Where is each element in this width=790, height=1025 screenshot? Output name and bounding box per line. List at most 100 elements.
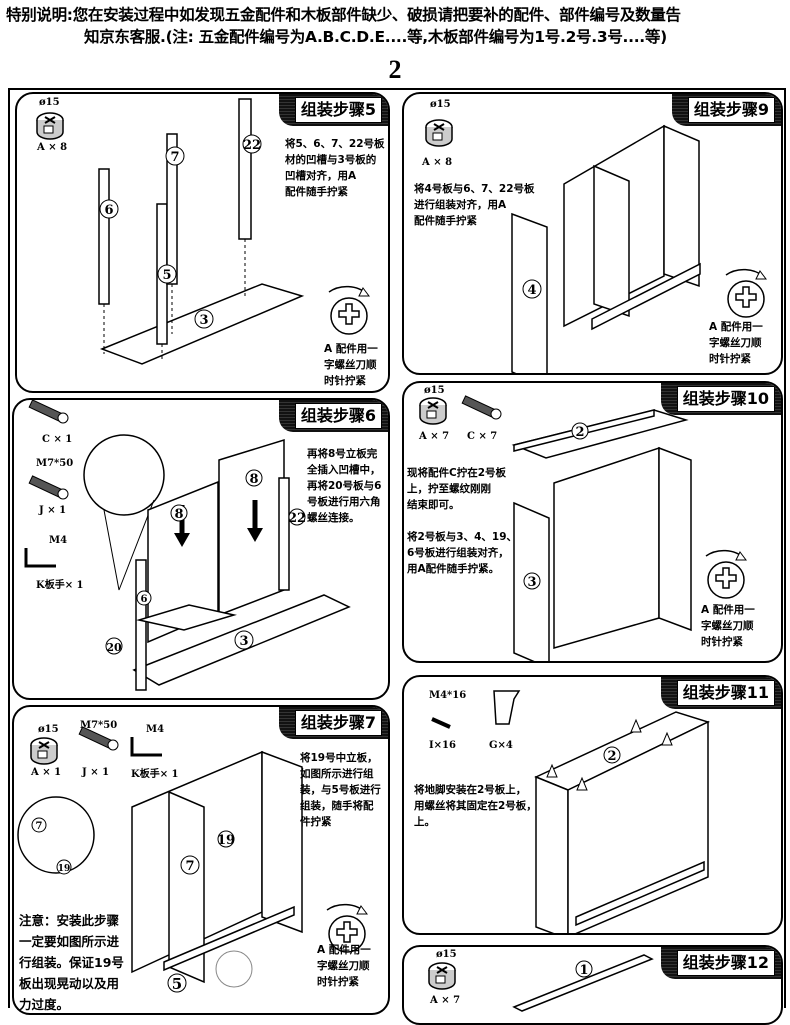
svg-text:19: 19: [58, 864, 71, 874]
cam-lock-icon: [428, 962, 456, 990]
diameter-label: ø15: [424, 385, 445, 396]
part-a-count: A × 7: [430, 995, 461, 1006]
svg-text:2: 2: [575, 425, 584, 440]
part-a-count: A × 1: [31, 767, 62, 778]
detail-zoom-circle: [17, 796, 95, 874]
step-6-diagram: 8 8 22 6 20 3: [24, 400, 351, 691]
step-10-diagram: 2 3: [419, 395, 747, 661]
step-10-panel: 组装步骤10 2 3 ø15 A × 7 C × 7 现将配件C拧在2号板 上，…: [402, 381, 783, 663]
screw-i-icon: [431, 717, 451, 729]
allen-key-icon: [130, 735, 164, 757]
screwdriver-rotate-icon: [725, 268, 767, 318]
notice-line-1: 特别说明:您在安装过程中如发现五金配件和木板部件缺少、破损请把要补的配件、部件编…: [6, 6, 681, 24]
panel-5-drawing: [163, 905, 295, 972]
screwdriver-rotate-icon: [328, 285, 370, 335]
panel-19-drawing: [168, 790, 205, 984]
diameter-label: ø15: [39, 97, 60, 108]
svg-text:5: 5: [172, 975, 182, 993]
step-12-panel: 组装步骤12 1 ø15 A × 7: [402, 945, 783, 1025]
panel-20-drawing: [136, 604, 237, 631]
detail-zoom-circle: [83, 434, 165, 516]
step-10-instructions: 现将配件C拧在2号板 上，拧至螺纹刚刚 结束即可。 将2号板与3、4、19、 6…: [407, 467, 518, 575]
step-12-diagram: 1: [428, 954, 654, 1012]
part-a-count: A × 7: [419, 431, 450, 442]
bolt-size-label: M7*50: [36, 458, 74, 469]
part-a-count: A × 8: [422, 157, 453, 168]
step-6-title: 组装步骤6: [278, 400, 388, 432]
svg-text:6: 6: [141, 594, 148, 605]
diameter-label: ø15: [436, 949, 457, 960]
bolt-size-label: M7*50: [80, 720, 118, 731]
part-g-count: G×4: [489, 740, 513, 751]
panel-6-drawing: [135, 559, 147, 691]
wrench-size-label: M4: [49, 535, 68, 546]
step-11-title: 组装步骤11: [660, 677, 781, 709]
svg-text:19: 19: [217, 833, 235, 848]
svg-text:3: 3: [199, 313, 208, 328]
step-7-instructions: 将19号中立板， 如图所示进行组 装，与5号板进行 组装，随手将配 件拧紧: [300, 752, 381, 828]
screwdriver-rotate-icon: [705, 549, 747, 599]
foot-g-icon: [493, 690, 521, 725]
connector-c-icon: [28, 400, 69, 424]
svg-text:20: 20: [106, 641, 122, 654]
svg-text:7: 7: [36, 821, 43, 832]
allen-key-icon: [24, 546, 58, 568]
step-9-diagram: 4: [425, 119, 767, 373]
svg-text:7: 7: [170, 150, 179, 165]
page-number: 2: [388, 55, 402, 84]
cam-lock-icon: [36, 112, 64, 140]
connector-c-icon: [461, 395, 502, 420]
cam-lock-icon: [425, 119, 453, 147]
svg-text:6: 6: [104, 203, 113, 218]
screw-note: A 配件用一 字螺丝刀顺 时针拧紧: [317, 944, 371, 988]
svg-text:3: 3: [239, 634, 248, 649]
cam-lock-icon: [419, 397, 447, 425]
page-frame: [8, 88, 786, 1008]
screw-note: A 配件用一 字螺丝刀顺 时针拧紧: [709, 321, 763, 365]
step-6-panel: 组装步骤6 8 8 22 6 20 3 C × 1 M7*50 J × 1 M4…: [12, 398, 390, 700]
screw-note: A 配件用一 字螺丝刀顺 时针拧紧: [701, 604, 755, 648]
svg-text:1: 1: [579, 963, 588, 978]
svg-text:3: 3: [527, 575, 536, 590]
step-9-title: 组装步骤9: [671, 94, 781, 126]
part-k-count: K板手× 1: [131, 769, 179, 780]
step-11-diagram: 2: [431, 690, 711, 933]
step-7-title: 组装步骤7: [278, 707, 388, 739]
part-j-count: J × 1: [39, 505, 67, 516]
step-5-title: 组装步骤5: [278, 94, 388, 126]
special-notice: 特别说明:您在安装过程中如发现五金配件和木板部件缺少、破损请把要补的配件、部件编…: [6, 4, 681, 48]
step-5-diagram: 7 22 6 5 3: [36, 98, 370, 365]
step-7-warning: 注意：安装此步骤 一定要如图所示进 行组装。保证19号 板出现晃动以及用 力过度…: [19, 913, 124, 1012]
wrench-size-label: M4: [146, 724, 165, 735]
part-a-count: A × 8: [37, 142, 68, 153]
step-7-diagram: 7 19 7 19 5: [17, 726, 368, 993]
step-11-instructions: 将地脚安装在2号板上， 用螺丝将其固定在2号板， 上。: [414, 784, 537, 828]
diameter-label: ø15: [430, 99, 451, 110]
diameter-label: ø15: [38, 724, 59, 735]
step-5-instructions: 将5、6、7、22号板 材的凹槽与3号板的 凹槽对齐，用A 配件随手拧紧: [285, 138, 385, 198]
svg-text:8: 8: [249, 472, 258, 487]
step-6-instructions: 再将8号立板完 全插入凹槽中， 再将20号板与6 号板进行用六角 螺丝连接。: [307, 448, 382, 524]
part-i-count: I×16: [429, 740, 456, 751]
part-k-count: K板手× 1: [36, 580, 84, 591]
part-c-count: C × 1: [42, 434, 73, 445]
part-c-count: C × 7: [467, 431, 498, 442]
screw-size-label: M4*16: [429, 690, 467, 701]
step-11-panel: 组装步骤11 2 M4*16 I×16 G×4 将地脚安装在2号板上， 用螺丝将…: [402, 675, 783, 935]
step-10-title: 组装步骤10: [660, 383, 781, 415]
step-9-instructions: 将4号板与6、7、22号板 进行组装对齐，用A 配件随手拧紧: [414, 183, 535, 227]
svg-text:2: 2: [607, 749, 616, 764]
part-j-count: J × 1: [82, 767, 110, 778]
step-12-title: 组装步骤12: [660, 947, 781, 979]
step-9-panel: 组装步骤9 4 ø15 A × 8 将4号板与6、7、22号板 进行组装对齐，用…: [402, 92, 783, 375]
svg-text:4: 4: [527, 283, 536, 298]
svg-text:22: 22: [243, 138, 261, 153]
notice-line-2: 知京东客服.(注: 五金配件编号为A.B.C.D.E....等,木板部件编号为1…: [84, 28, 667, 46]
panel-6-drawing: [98, 168, 110, 305]
bolt-j-icon: [28, 475, 69, 500]
step-5-panel: 组装步骤5 7 22 6 5 3 ø15 A × 8 将5、6、7、22号板 材…: [15, 92, 390, 393]
svg-text:5: 5: [162, 268, 171, 283]
screw-note: A 配件用一 字螺丝刀顺 时针拧紧: [324, 343, 378, 387]
svg-text:22: 22: [288, 511, 306, 526]
svg-text:7: 7: [185, 859, 194, 874]
